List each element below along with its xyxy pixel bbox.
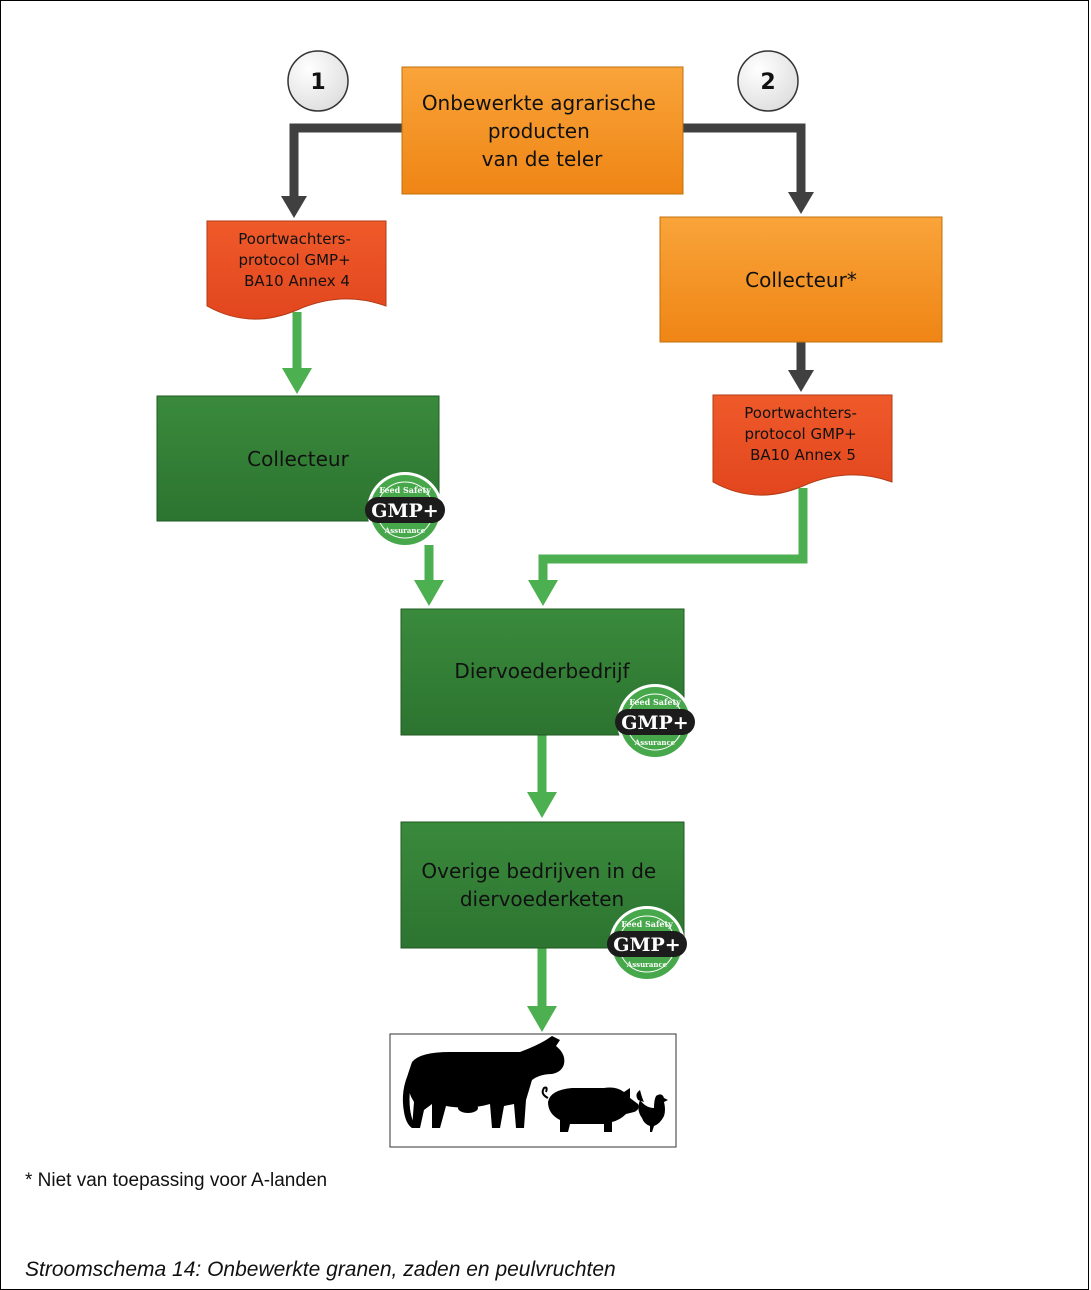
svg-text:Poortwachters- protocol: Poortwachters- protocol GMP+ BA10 Annex … xyxy=(744,404,861,464)
gmp-badge-collecteur: Feed Safety Assurance GMP+ xyxy=(365,472,445,548)
annex5-line-2: protocol GMP+ xyxy=(745,425,857,443)
flowchart: 1 2 Onbewerkte agrarische producten van … xyxy=(156,50,943,1148)
badge-bottom-text: Assurance xyxy=(634,738,676,747)
overige-line-2: diervoederketen xyxy=(460,887,624,911)
badge-main-text: GMP+ xyxy=(621,712,688,734)
pig-icon xyxy=(541,1086,639,1132)
step-marker-1: 1 xyxy=(287,50,349,112)
annex4-line-1: Poortwachters- xyxy=(238,230,351,248)
step-number-1: 1 xyxy=(310,70,325,95)
svg-text:Overige bedrijven in de: Overige bedrijven in de diervoederketen xyxy=(421,859,662,911)
connector-diervoederbedrijf-to-overige xyxy=(527,735,557,818)
figure-caption: Stroomschema 14: Onbewerkte granen, zade… xyxy=(25,1258,616,1281)
annex5-line-3: BA10 Annex 5 xyxy=(750,446,856,464)
badge-main-text: GMP+ xyxy=(371,500,438,522)
collecteur-star-box: Collecteur* xyxy=(659,216,943,343)
badge-top-text: Feed Safety xyxy=(379,485,431,495)
overige-line-1: Overige bedrijven in de xyxy=(421,859,656,883)
badge-bottom-text: Assurance xyxy=(384,526,426,535)
badge-top-text: Feed Safety xyxy=(629,697,681,707)
annex4-line-2: protocol GMP+ xyxy=(239,251,351,269)
step-number-2: 2 xyxy=(760,70,775,95)
connector-source-to-annex4 xyxy=(281,123,402,218)
diervoederbedrijf-label: Diervoederbedrijf xyxy=(454,659,630,683)
source-line-1: Onbewerkte agrarische xyxy=(422,91,656,115)
collecteur-star-label: Collecteur* xyxy=(745,268,857,292)
connector-collecteur-to-diervoederbedrijf xyxy=(414,545,444,606)
source-box: Onbewerkte agrarische producten van de t… xyxy=(401,66,684,195)
connector-annex4-to-collecteur xyxy=(282,312,312,394)
footnote: * Niet van toepassing voor A-landen xyxy=(25,1170,328,1191)
source-line-3: van de teler xyxy=(482,147,603,171)
badge-bottom-text: Assurance xyxy=(626,960,668,969)
cow-icon xyxy=(402,1036,565,1128)
step-marker-2: 2 xyxy=(737,50,799,112)
connector-collecteur-star-to-annex5 xyxy=(788,342,814,392)
connector-overige-to-animals xyxy=(527,948,557,1032)
rooster-icon xyxy=(636,1090,668,1132)
annex4-line-3: BA10 Annex 4 xyxy=(244,272,350,290)
badge-top-text: Feed Safety xyxy=(621,919,673,929)
document-annex4: Poortwachters- protocol GMP+ BA10 Annex … xyxy=(206,220,387,320)
connector-source-to-collecteur-star xyxy=(683,123,814,214)
animals-image xyxy=(389,1033,677,1148)
connector-annex5-to-diervoederbedrijf xyxy=(528,488,808,606)
svg-text:Onbewerkte agrarische pr: Onbewerkte agrarische producten van de t… xyxy=(422,91,662,171)
annex5-line-1: Poortwachters- xyxy=(744,404,857,422)
gmp-badge-diervoederbedrijf: Feed Safety Assurance GMP+ xyxy=(615,684,695,760)
gmp-badge-overige: Feed Safety Assurance GMP+ xyxy=(607,906,687,982)
badge-main-text: GMP+ xyxy=(613,934,680,956)
document-annex5: Poortwachters- protocol GMP+ BA10 Annex … xyxy=(712,394,893,496)
svg-text:Poortwachters- protocol: Poortwachters- protocol GMP+ BA10 Annex … xyxy=(238,230,355,290)
source-line-2: producten xyxy=(488,119,590,143)
collecteur-label: Collecteur xyxy=(247,447,349,471)
